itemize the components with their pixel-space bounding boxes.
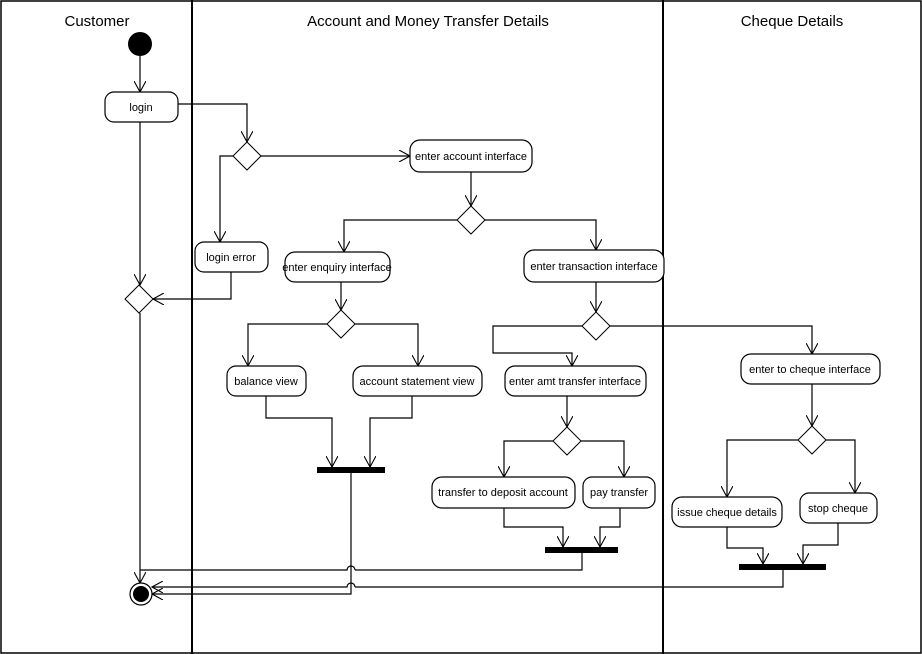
activity-account-statement: account statement view — [352, 365, 483, 397]
svg-text:stop cheque: stop cheque — [808, 503, 868, 515]
activity-stop-cheque: stop cheque — [799, 492, 878, 524]
svg-text:pay transfer: pay transfer — [590, 487, 648, 499]
activity-login: login — [104, 91, 179, 123]
activity-transfer-deposit: transfer to deposit account — [431, 476, 576, 509]
final-node — [129, 582, 153, 606]
activity-issue-cheque: issue cheque details — [671, 496, 783, 528]
activity-enter-transaction: enter transaction interface — [523, 249, 665, 283]
initial-node — [128, 32, 152, 56]
join-bar-cheque — [739, 564, 826, 570]
lane-title-cheque: Cheque Details — [741, 13, 844, 30]
activity-pay-transfer: pay transfer — [582, 476, 656, 509]
activity-enter-enquiry: enter enquiry interface — [282, 251, 392, 283]
svg-text:issue cheque details: issue cheque details — [677, 507, 777, 519]
activity-balance-view: balance view — [226, 365, 307, 397]
activity-enter-account: enter account interface — [409, 139, 533, 173]
svg-text:login error: login error — [206, 252, 256, 264]
svg-text:enter enquiry interface: enter enquiry interface — [282, 262, 391, 274]
svg-text:login: login — [129, 102, 152, 114]
svg-text:enter transaction interface: enter transaction interface — [530, 261, 657, 273]
lane-title-account: Account and Money Transfer Details — [307, 13, 549, 30]
svg-text:account statement view: account statement view — [360, 376, 475, 388]
svg-text:enter amt transfer interface: enter amt transfer interface — [509, 376, 641, 388]
edges — [140, 56, 855, 594]
join-bar-enquiry — [317, 467, 385, 473]
svg-text:enter to cheque interface: enter to cheque interface — [749, 364, 871, 376]
activity-enter-cheque: enter to cheque interface — [740, 353, 881, 385]
activity-enter-amt-transfer: enter amt transfer interface — [504, 365, 647, 397]
svg-text:transfer to deposit account: transfer to deposit account — [438, 487, 568, 499]
join-bar-transfer — [545, 547, 618, 553]
decision-nodes — [124, 141, 827, 456]
lane-title-customer: Customer — [64, 13, 129, 30]
svg-text:enter account interface: enter account interface — [415, 151, 527, 163]
activity-login-error: login error — [194, 241, 269, 273]
svg-text:balance view: balance view — [234, 376, 298, 388]
